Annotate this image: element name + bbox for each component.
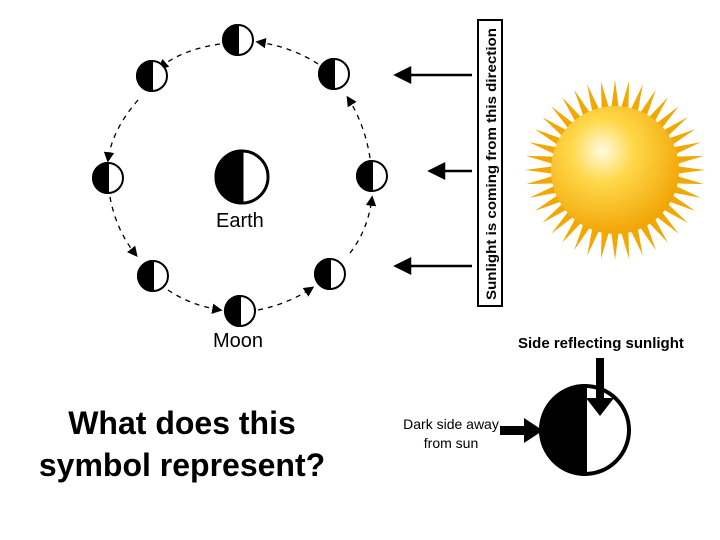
sunlight-direction-text: Sunlight is coming from this direction [483, 28, 499, 300]
question-text: What does this symbol represent? [38, 405, 326, 483]
sun-ray [542, 201, 569, 223]
sun-ray [526, 175, 557, 185]
sun-ray [646, 97, 668, 124]
sun-ray [654, 209, 679, 234]
sun-ray [673, 175, 704, 185]
moon-phase-bottom [224, 294, 256, 328]
moon-phase-upper-left [136, 59, 168, 93]
sun-ray [638, 221, 656, 251]
sun-ray [534, 193, 564, 211]
sun-icon [525, 80, 705, 260]
sun-ray [610, 229, 620, 260]
sun-ray [574, 221, 592, 251]
moon-phase-lower-right [314, 257, 346, 291]
reflecting-side-pointer [586, 358, 614, 416]
sunlight-arrows [393, 65, 472, 276]
earth-label: Earth [216, 210, 264, 232]
sun-ray [674, 165, 705, 175]
sun-ray [673, 155, 704, 165]
sun-ray [670, 142, 701, 156]
sun-ray [534, 129, 564, 147]
sun-ray [670, 184, 701, 198]
sun-ray [638, 89, 656, 119]
moon-symbol-icon [539, 383, 631, 477]
sun-ray [610, 80, 620, 111]
sun-ray [661, 201, 688, 223]
sun-ray [629, 225, 643, 256]
sun-ray [666, 129, 696, 147]
sun-ray [654, 106, 679, 131]
sun-ray [562, 216, 584, 243]
sun-ray [587, 225, 601, 256]
sun-ray [562, 97, 584, 124]
sun-ray [574, 89, 592, 119]
sun-ray [551, 209, 576, 234]
moon-label: Moon [213, 330, 264, 352]
sun-ray [551, 106, 576, 131]
sun-ray [529, 142, 560, 156]
orbit-path [103, 37, 377, 314]
sun-ray [526, 155, 557, 165]
sun-ray [629, 84, 643, 115]
sun-ray [600, 81, 610, 112]
sun-ray [542, 117, 569, 139]
sunlight-direction-box: Sunlight is coming from this direction [477, 19, 503, 307]
moon-phase-left [92, 161, 124, 195]
moon-phase-top [222, 23, 254, 57]
sun-ray [529, 184, 560, 198]
moon-phase-upper-right [318, 57, 350, 91]
reflecting-side-label: Side reflecting sunlight [518, 335, 684, 352]
moon-phase-lower-left [137, 259, 169, 293]
sun-ray [666, 193, 696, 211]
sun-ray [646, 216, 668, 243]
moon-positions [92, 23, 388, 328]
sun-ray [587, 84, 601, 115]
sun-ray [600, 228, 610, 259]
dark-side-pointer [500, 418, 543, 443]
dark-side-label: Dark side away from sun [403, 416, 499, 451]
sun-ray [525, 165, 556, 175]
sun-ray [620, 81, 630, 112]
moon-phase-right [356, 159, 388, 193]
sun-ray [620, 228, 630, 259]
sun-ray [661, 117, 688, 139]
earth-icon [214, 149, 270, 205]
